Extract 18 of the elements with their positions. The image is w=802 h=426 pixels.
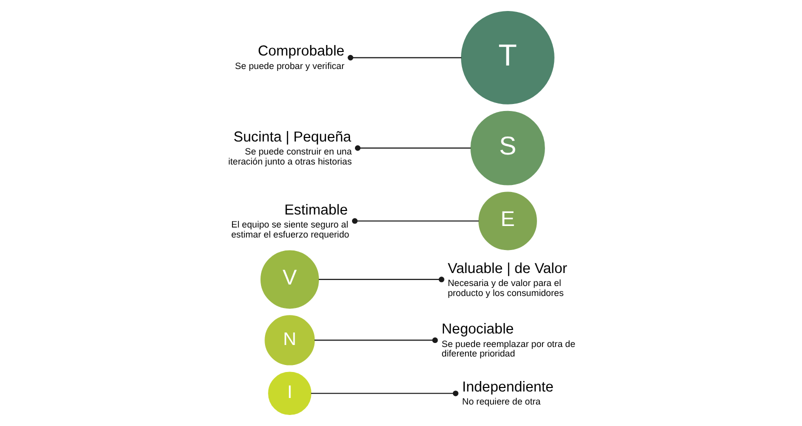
node-text: Independiente No requiere de otra [462, 379, 554, 406]
node-text: Comprobable Se puede probar y verificar [235, 44, 344, 71]
node-circle: V [260, 250, 319, 309]
node-circle: E [478, 192, 537, 250]
connector [348, 54, 462, 60]
node-circle: I [268, 372, 312, 416]
node-circle: N [264, 315, 315, 366]
connector [311, 390, 458, 396]
connector [318, 276, 444, 282]
node-text: Valuable | de Valor Necesaria y de valor para el producto y los consumidores [448, 260, 568, 298]
connector [352, 218, 479, 224]
node-circle: T [461, 10, 554, 104]
node-circle: S [470, 110, 545, 186]
node-text: Negociable Se puede reemplazar por otra de diferente prioridad [442, 322, 576, 359]
node-text: Sucinta | Pequeña Se puede construir en una iteración junto a otras historias [228, 129, 352, 166]
node-text: Estimable El equipo se siente seguro al estimar el esfuerzo requerido [231, 202, 350, 240]
connector [314, 337, 438, 344]
connector [354, 145, 471, 151]
